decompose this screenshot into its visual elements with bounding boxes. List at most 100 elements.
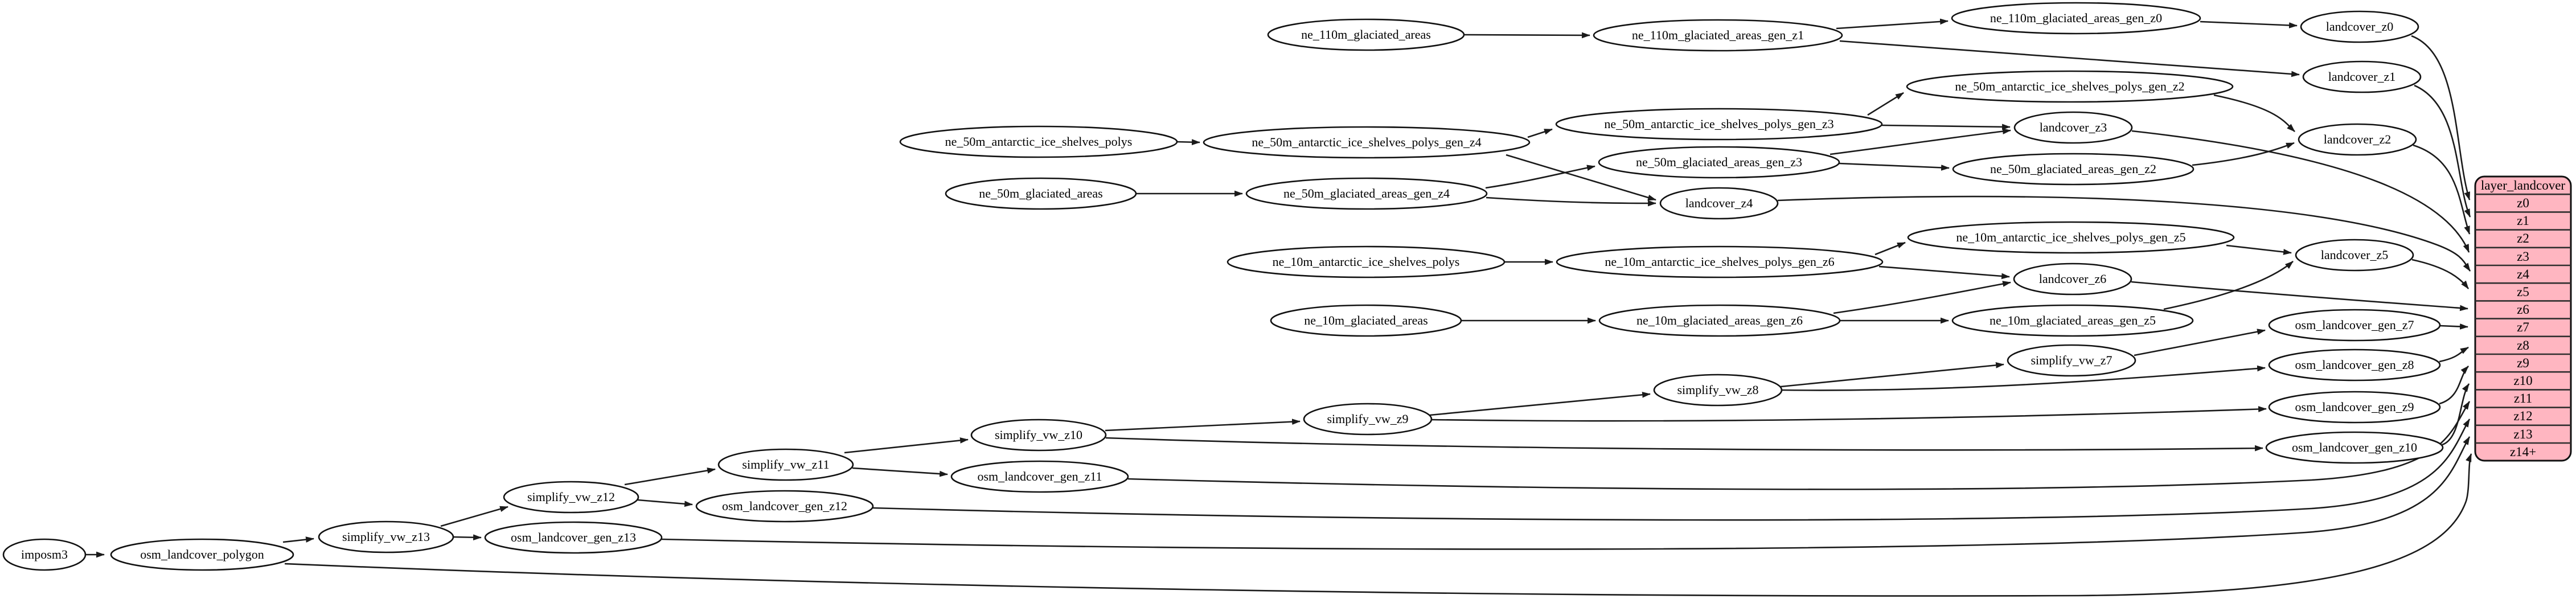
node-landcover_z4: landcover_z4: [1659, 187, 1779, 220]
svg-text:simplify_vw_z10: simplify_vw_z10: [995, 428, 1082, 442]
svg-text:ne_110m_glaciated_areas_gen_z0: ne_110m_glaciated_areas_gen_z0: [1990, 11, 2162, 25]
node-osm_landcover_gen_z10: osm_landcover_gen_z10: [2265, 431, 2444, 464]
edge-simplify_vw_z8-osm_landcover_gen_z8: [1781, 365, 2266, 391]
edge-osm_landcover_gen_z8-z8: [2439, 346, 2469, 363]
edge-gen_z5g-landcover_z5: [2163, 261, 2294, 310]
node-osm_landcover_gen_z12: osm_landcover_gen_z12: [695, 490, 874, 523]
svg-text:landcover_z2: landcover_z2: [2324, 132, 2392, 146]
edge-landcover_z4-z4: [1777, 195, 2471, 272]
edge-gen_z3a-gen_z2a: [1867, 92, 1904, 116]
table-row-z8: z8: [2517, 338, 2529, 352]
table-row-z13: z13: [2513, 427, 2532, 441]
edge-simplify_vw_z9-osm_landcover_gen_z9: [1431, 406, 2267, 422]
svg-text:simplify_vw_z13: simplify_vw_z13: [342, 530, 430, 544]
svg-text:ne_10m_antarctic_ice_shelves_p: ne_10m_antarctic_ice_shelves_polys_gen_z…: [1956, 230, 2185, 244]
svg-text:ne_10m_glaciated_areas_gen_z6: ne_10m_glaciated_areas_gen_z6: [1636, 313, 1803, 327]
svg-text:landcover_z3: landcover_z3: [2040, 120, 2107, 134]
node-ne_50m_glaciated_areas: ne_50m_glaciated_areas: [945, 177, 1137, 210]
node-landcover_z0: landcover_z0: [2300, 10, 2419, 43]
node-ne_50m_antarctic_ice_shelves_polys_gen_z4: ne_50m_antarctic_ice_shelves_polys_gen_z…: [1203, 126, 1531, 159]
node-ne_50m_antarctic_ice_shelves_polys_gen_z2: ne_50m_antarctic_ice_shelves_polys_gen_z…: [1906, 70, 2234, 103]
edge-gen_z3g-gen_z2g: [1839, 162, 1950, 171]
svg-text:osm_landcover_gen_z11: osm_landcover_gen_z11: [977, 469, 1102, 483]
edge-osm_landcover_polygon-z14: [284, 453, 2472, 597]
node-simplify_vw_z8: simplify_vw_z8: [1653, 374, 1783, 407]
edge-gen_z4a-gen_z3a: [1527, 128, 1553, 138]
node-ne_10m_glaciated_areas_gen_z5: ne_10m_glaciated_areas_gen_z5: [1951, 304, 2194, 337]
edge-osm_landcover_gen_z7-z7: [2439, 323, 2469, 330]
edge-gen_z6a-landcover_z6: [1878, 265, 2011, 280]
svg-text:osm_landcover_gen_z9: osm_landcover_gen_z9: [2295, 400, 2414, 414]
edge-gen_z5a-landcover_z5: [2226, 244, 2292, 255]
edge-gen_z6a-gen_z5a: [1874, 241, 1906, 256]
node-ne_50m_antarctic_ice_shelves_polys_gen_z3: ne_50m_antarctic_ice_shelves_polys_gen_z…: [1555, 108, 1883, 141]
svg-text:simplify_vw_z12: simplify_vw_z12: [527, 490, 615, 504]
node-ne_50m_glaciated_areas_gen_z4: ne_50m_glaciated_areas_gen_z4: [1245, 177, 1488, 210]
layer-landcover-table: layer_landcover z0 z1 z2 z3 z4 z5 z6 z7 …: [2474, 175, 2572, 462]
edge-osm_landcover_gen_z10-z10: [2442, 383, 2470, 446]
node-osm_landcover_gen_z13: osm_landcover_gen_z13: [484, 521, 663, 554]
svg-text:ne_50m_antarctic_ice_shelves_p: ne_50m_antarctic_ice_shelves_polys_gen_z…: [1604, 117, 1833, 131]
table-row-z11: z11: [2514, 391, 2532, 405]
svg-text:osm_landcover_polygon: osm_landcover_polygon: [140, 547, 264, 561]
edge-landcover_z3-z3: [2131, 130, 2470, 253]
edge-simplify_vw_z8-simplify_vw_z7: [1780, 362, 2005, 388]
node-simplify_vw_z13: simplify_vw_z13: [318, 520, 454, 553]
svg-text:ne_10m_antarctic_ice_shelves_p: ne_10m_antarctic_ice_shelves_polys: [1273, 255, 1460, 269]
edge-simplify_vw_z12-simplify_vw_z11: [624, 468, 716, 486]
edge-simplify_vw_z9-simplify_vw_z8: [1429, 391, 1651, 416]
svg-text:ne_10m_glaciated_areas_gen_z5: ne_10m_glaciated_areas_gen_z5: [1990, 313, 2156, 327]
node-simplify_vw_z11: simplify_vw_z11: [717, 448, 854, 481]
node-landcover_z2: landcover_z2: [2298, 123, 2417, 156]
table-row-z10: z10: [2513, 374, 2532, 388]
edge-gen_z1-landcover_z1: [1839, 40, 2300, 77]
svg-text:osm_landcover_gen_z12: osm_landcover_gen_z12: [722, 499, 847, 513]
svg-text:ne_50m_glaciated_areas_gen_z2: ne_50m_glaciated_areas_gen_z2: [1990, 162, 2156, 176]
svg-text:ne_10m_glaciated_areas: ne_10m_glaciated_areas: [1304, 313, 1428, 327]
node-landcover_z3: landcover_z3: [2013, 111, 2133, 144]
edge-simplify_vw_z11-simplify_vw_z10: [844, 437, 969, 454]
svg-text:ne_10m_antarctic_ice_shelves_p: ne_10m_antarctic_ice_shelves_polys_gen_z…: [1605, 255, 1834, 269]
edge-layer: [85, 18, 2472, 597]
table-row-z2: z2: [2517, 231, 2529, 245]
node-osm_landcover_gen_z9: osm_landcover_gen_z9: [2268, 391, 2441, 424]
node-imposm3: imposm3: [2, 538, 87, 571]
edge-landcover_z6-z6: [2131, 281, 2469, 311]
svg-text:ne_50m_glaciated_areas_gen_z4: ne_50m_glaciated_areas_gen_z4: [1283, 186, 1450, 200]
edge-osm_landcover_gen_z12-z12: [872, 419, 2471, 521]
svg-text:imposm3: imposm3: [21, 547, 68, 561]
edge-simplify_vw_z11-osm_landcover_gen_z11: [852, 467, 949, 477]
edge-gen_z6g-landcover_z6: [1833, 281, 2012, 314]
edge-gen_z3g-landcover_z3: [1830, 128, 2012, 155]
table-row-z12: z12: [2513, 409, 2532, 423]
table-row-z1: z1: [2517, 214, 2529, 228]
node-ne_110m_glaciated_areas: ne_110m_glaciated_areas: [1267, 18, 1465, 51]
table-row-z7: z7: [2517, 320, 2529, 334]
edge-gen_z0-landcover_z0: [2200, 20, 2298, 28]
node-ne_10m_antarctic_ice_shelves_polys_gen_z5: ne_10m_antarctic_ice_shelves_polys_gen_z…: [1907, 221, 2235, 254]
edge-gen_z4a-landcover_z4: [1506, 154, 1657, 201]
edge-simplify_vw_z13-osm_landcover_gen_z13: [453, 534, 482, 541]
table-row-z0: z0: [2517, 196, 2529, 210]
node-ne_10m_antarctic_ice_shelves_polys_gen_z6: ne_10m_antarctic_ice_shelves_polys_gen_z…: [1556, 245, 1884, 278]
svg-text:simplify_vw_z11: simplify_vw_z11: [742, 457, 829, 471]
node-layer: imposm3 osm_landcover_polygon simplify_v…: [2, 2, 2444, 571]
svg-text:ne_110m_glaciated_areas: ne_110m_glaciated_areas: [1301, 27, 1431, 42]
edge-gen_z4g-gen_z3g: [1485, 165, 1596, 189]
svg-text:osm_landcover_gen_z13: osm_landcover_gen_z13: [511, 530, 636, 544]
svg-text:ne_50m_glaciated_areas_gen_z3: ne_50m_glaciated_areas_gen_z3: [1636, 155, 1802, 169]
node-simplify_vw_z12: simplify_vw_z12: [503, 481, 639, 514]
node-ne_50m_glaciated_areas_gen_z3: ne_50m_glaciated_areas_gen_z3: [1598, 146, 1840, 179]
table-row-z6: z6: [2517, 302, 2529, 317]
edge-gen_z2g-landcover_z2: [2192, 142, 2295, 166]
table-row-z9: z9: [2517, 356, 2529, 370]
edge-simplify_vw_z10-simplify_vw_z9: [1105, 419, 1301, 432]
edge-osm_landcover_polygon-simplify_vw_z13: [282, 536, 315, 543]
svg-text:osm_landcover_gen_z7: osm_landcover_gen_z7: [2295, 318, 2414, 332]
svg-text:osm_landcover_gen_z10: osm_landcover_gen_z10: [2292, 440, 2417, 454]
table-row-z14plus: z14+: [2510, 445, 2536, 459]
svg-text:landcover_z0: landcover_z0: [2326, 19, 2394, 34]
edge-gen_z1-gen_z0: [1836, 18, 1949, 30]
svg-text:ne_110m_glaciated_areas_gen_z1: ne_110m_glaciated_areas_gen_z1: [1632, 28, 1804, 42]
